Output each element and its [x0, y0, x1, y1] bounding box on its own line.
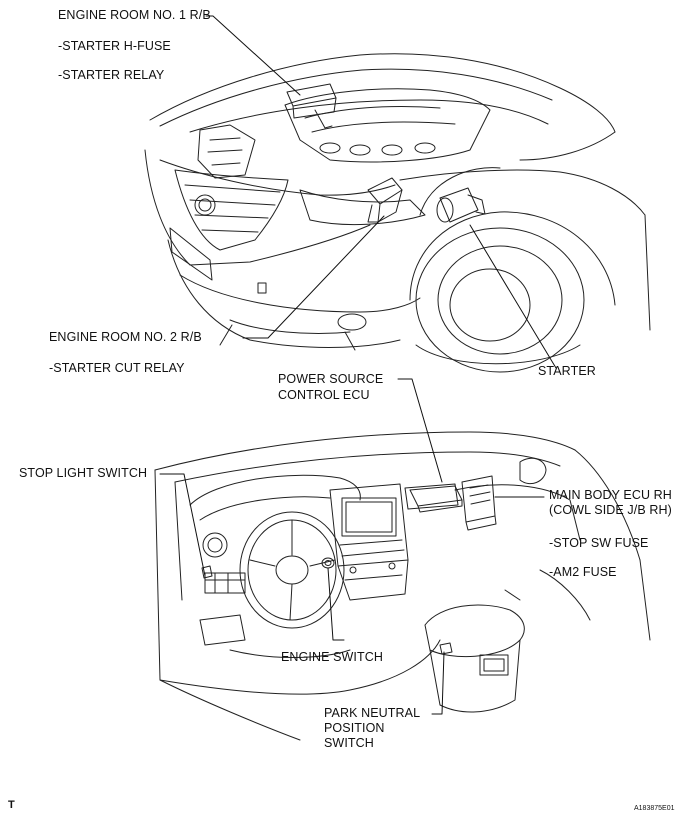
corner-mark: T: [8, 799, 15, 811]
stop-light-switch-label: STOP LIGHT SWITCH: [19, 466, 148, 480]
stop-light-switch-icon: [201, 565, 213, 579]
power-source-label-line2: CONTROL ECU: [278, 388, 370, 402]
starter-cut-relay-label: -STARTER CUT RELAY: [49, 361, 185, 375]
vehicle-interior-illustration: [154, 431, 651, 741]
engine-room-2-relay-box-icon: [367, 177, 403, 223]
am2-fuse-label: -AM2 FUSE: [549, 565, 617, 579]
engine-room-no1-rb-label: ENGINE ROOM NO. 1 R/B: [58, 8, 211, 22]
engine-room-no2-rb-label: ENGINE ROOM NO. 2 R/B: [49, 330, 202, 344]
figure-code: A183875E01: [634, 805, 675, 812]
main-body-ecu-label-line2: (COWL SIDE J/B RH): [549, 503, 672, 517]
stop-sw-fuse-label: -STOP SW FUSE: [549, 536, 649, 550]
power-source-label-line1: POWER SOURCE: [278, 372, 384, 386]
park-neutral-label-line2: POSITION: [324, 721, 385, 735]
vehicle-engine-bay-illustration: [144, 53, 651, 373]
starter-motor-icon: [436, 187, 486, 223]
power-source-control-ecu-icon: [409, 485, 463, 513]
starter-relay-label: -STARTER RELAY: [58, 68, 165, 82]
main-body-ecu-icon: [461, 475, 497, 531]
engine-switch-label: ENGINE SWITCH: [281, 650, 383, 664]
park-neutral-position-switch-icon: [439, 642, 453, 655]
starter-label: STARTER: [538, 364, 596, 378]
starter-h-fuse-label: -STARTER H-FUSE: [58, 39, 171, 53]
leader-lines: [159, 15, 557, 715]
park-neutral-label-line3: SWITCH: [324, 736, 374, 750]
engine-room-1-relay-box-icon: [286, 83, 337, 129]
main-body-ecu-label-line1: MAIN BODY ECU RH: [549, 488, 672, 502]
park-neutral-label-line1: PARK NEUTRAL: [324, 706, 421, 720]
